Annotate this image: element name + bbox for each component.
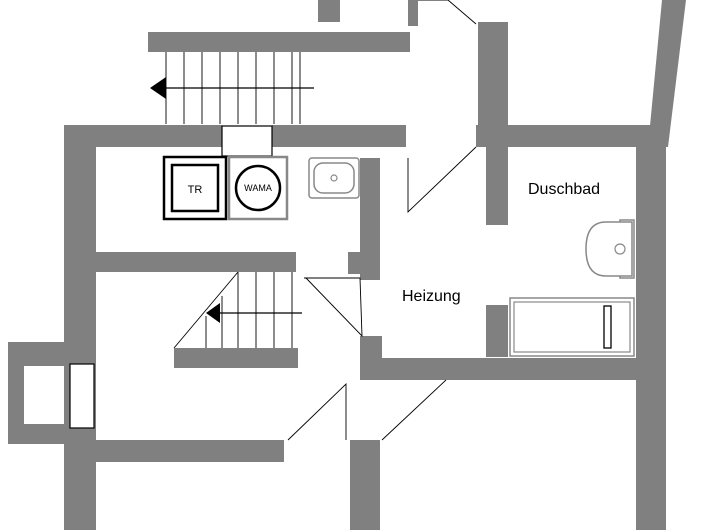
shower-tray <box>509 297 635 357</box>
walls <box>8 0 686 530</box>
left-window <box>69 363 95 429</box>
dryer-label: TR <box>188 184 203 196</box>
upper-stair-arrow-icon <box>150 77 166 99</box>
door-swings <box>287 0 477 441</box>
lower-stair-arrow-icon <box>206 303 220 323</box>
room-label-heating: Heizung <box>402 288 461 305</box>
shower-room-washbasin <box>585 219 635 279</box>
room-label-shower: Duschbad <box>528 181 600 198</box>
lower-staircase <box>173 271 302 349</box>
washer-appliance: WAMA <box>227 155 289 221</box>
washer-label: WAMA <box>244 183 272 193</box>
dryer-appliance: TR <box>162 155 228 221</box>
upper-window <box>221 125 273 157</box>
utility-sink <box>308 157 360 199</box>
upper-staircase <box>164 52 314 124</box>
